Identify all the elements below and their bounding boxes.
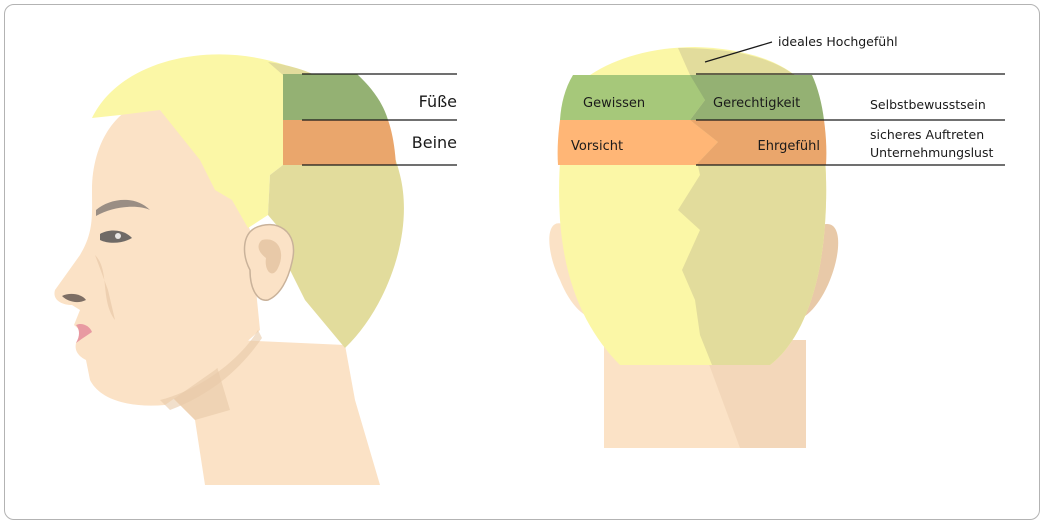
label-self-confidence: Selbstbewusstsein — [870, 97, 986, 112]
label-legs: Beine — [412, 133, 457, 152]
label-ambition: Ehrgefühl — [758, 139, 821, 154]
side-band-feet — [283, 74, 388, 120]
side-eye-highlight — [115, 233, 121, 239]
label-ideal: ideales Hochgefühl — [778, 34, 898, 49]
label-assurance: sicheres Auftreten — [870, 127, 984, 142]
side-view-head — [54, 54, 403, 485]
label-feet: Füße — [419, 92, 457, 111]
label-conscience: Gewissen — [583, 96, 645, 111]
label-justice: Gerechtigkeit — [713, 96, 800, 111]
label-caution: Vorsicht — [571, 139, 623, 154]
label-enterprise: Unternehmungslust — [870, 145, 993, 160]
side-band-legs — [283, 120, 396, 165]
